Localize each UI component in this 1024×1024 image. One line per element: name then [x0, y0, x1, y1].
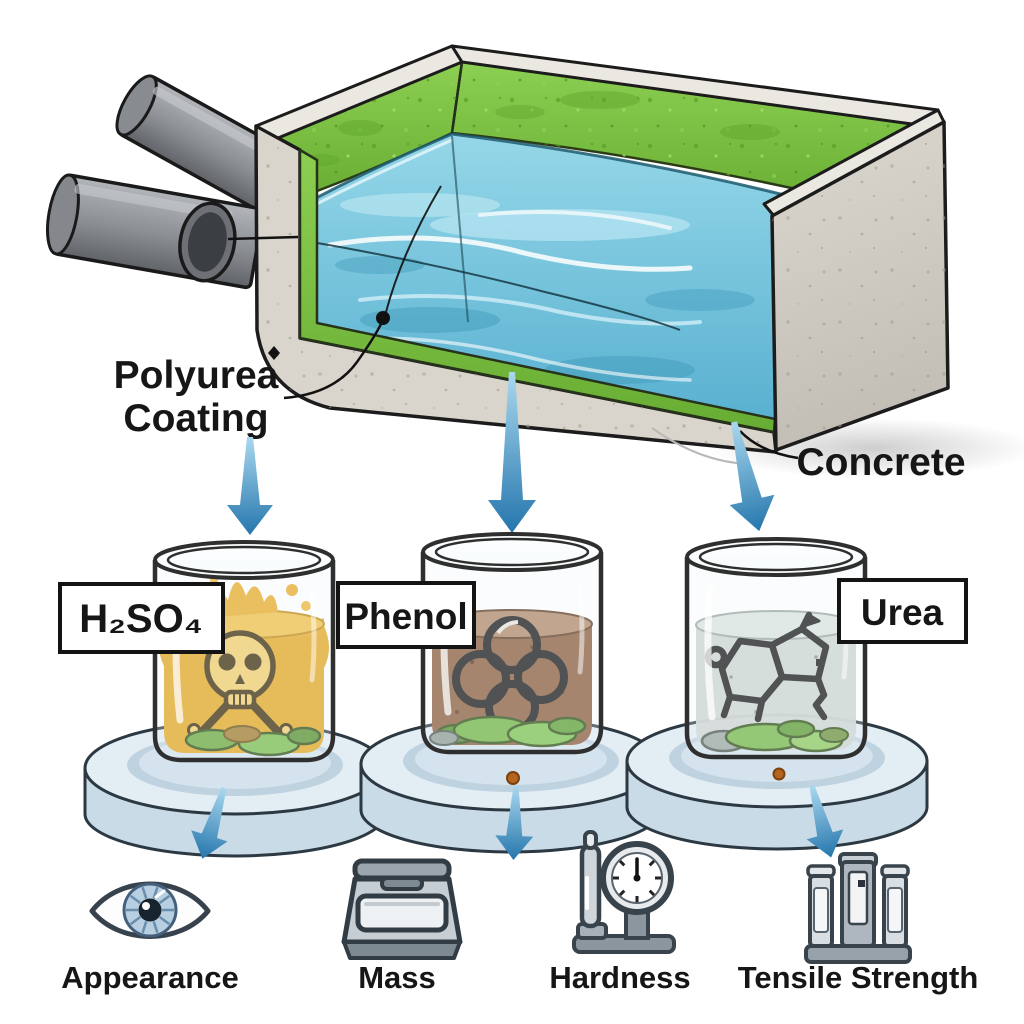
chemical-label-box-urea: Urea — [837, 578, 968, 644]
phenol-label: Phenol — [344, 596, 467, 637]
polyurea-leader-line-2 — [385, 185, 442, 313]
concrete-rim — [254, 44, 946, 218]
water-surface — [299, 132, 806, 424]
concrete-label: Concrete — [796, 441, 965, 484]
tensile-tester-icon — [804, 852, 912, 964]
test-label-mass: Mass — [358, 960, 436, 995]
polyurea-label-tick — [268, 346, 280, 360]
balance-scale-icon — [341, 858, 463, 960]
inlet-pipe-upper — [115, 74, 289, 210]
polyurea-coating-label-line1: Polyurea — [114, 354, 279, 397]
concrete-leader-line — [739, 430, 799, 460]
test-label-hardness: Hardness — [549, 960, 690, 995]
inlet-pipe-lower — [46, 173, 265, 290]
urea-label: Urea — [861, 592, 944, 633]
beaker-h2so4 — [83, 542, 387, 858]
down-arrow-icon-to-phenol — [488, 372, 536, 533]
test-label-tensile-strength: Tensile Strength — [738, 960, 979, 995]
pipe-leader-line — [227, 235, 299, 241]
beaker-glass — [687, 539, 865, 757]
h2so4-label: H₂SO₄ — [79, 597, 203, 641]
chemical-label-box-h2so4: H₂SO₄ — [58, 582, 225, 654]
test-label-appearance: Appearance — [61, 960, 238, 995]
polyurea-marker-dot — [376, 311, 390, 325]
down-arrow-icon-to-urea — [729, 421, 775, 532]
down-arrow-icon-to-h2so4 — [227, 437, 273, 535]
polyurea-leader-line — [283, 323, 383, 400]
durometer-gauge-icon — [572, 830, 676, 954]
tank-cutaway-illustration — [46, 44, 1024, 478]
polyurea-coating-label-line2: Coating — [123, 397, 268, 440]
drip-dot-urea — [772, 767, 786, 781]
chemical-label-box-phenol: Phenol — [336, 581, 476, 649]
pipe-opening — [178, 201, 237, 283]
drip-dot-phenol — [506, 771, 520, 785]
beaker-urea — [625, 539, 929, 851]
eye-icon — [89, 881, 211, 939]
